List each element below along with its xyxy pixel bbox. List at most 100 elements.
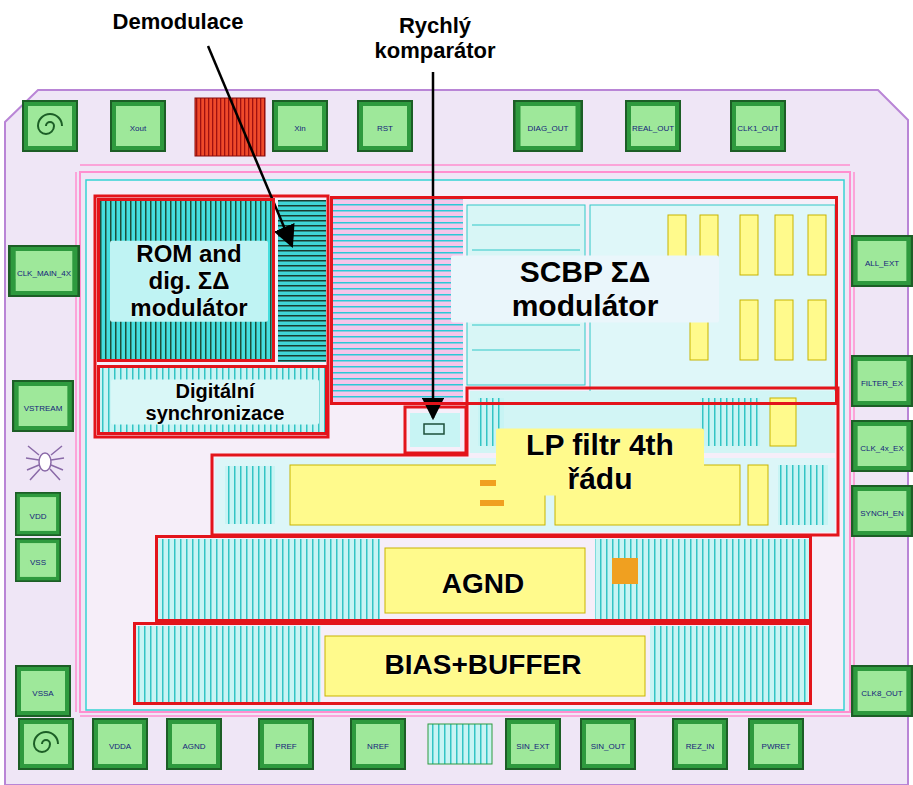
label-holder: VDD bbox=[29, 505, 48, 523]
spider-logo bbox=[39, 453, 51, 471]
pin-label: RST bbox=[376, 125, 394, 134]
label-holder: PWRET bbox=[761, 735, 792, 753]
block-outline bbox=[95, 196, 328, 437]
pin-label: SYNCH_EN bbox=[859, 510, 905, 519]
pad-frame bbox=[749, 719, 803, 769]
pad-frame bbox=[581, 719, 635, 769]
pin-label: VSSA bbox=[31, 690, 54, 699]
block-detail bbox=[775, 215, 793, 275]
pin-label: CLK8_OUT bbox=[860, 690, 903, 699]
block-label: ROM and dig. ΣΔ modulátor bbox=[110, 241, 268, 322]
leader-arrow bbox=[432, 72, 435, 418]
pad-frame bbox=[9, 246, 78, 296]
block-detail bbox=[595, 539, 809, 619]
leader-arrow bbox=[208, 46, 292, 246]
pad-frame bbox=[34, 732, 58, 752]
callout-label: Rychlý komparátor bbox=[358, 13, 512, 64]
block-detail bbox=[225, 466, 275, 524]
label-holder: SYNCH_EN bbox=[859, 502, 905, 520]
pin-label: CLK_MAIN_4X bbox=[16, 270, 72, 279]
block-detail bbox=[99, 200, 274, 361]
block-label: Digitální synchronizace bbox=[111, 380, 319, 425]
label-holder: VDDA bbox=[108, 735, 132, 753]
pin-label: Xout bbox=[129, 125, 147, 134]
pin-label: CLK1_OUT bbox=[736, 125, 779, 134]
pad-frame bbox=[273, 101, 327, 151]
pad-frame bbox=[852, 356, 912, 406]
pin-label: ALL_EXT bbox=[864, 260, 900, 269]
pad-frame bbox=[13, 381, 73, 431]
pad-frame bbox=[9, 98, 912, 769]
pin-label: AGND bbox=[181, 743, 206, 752]
block-detail bbox=[748, 465, 768, 525]
pad-frame bbox=[852, 236, 912, 286]
block-detail bbox=[775, 300, 793, 360]
chip-die bbox=[5, 90, 908, 785]
label-holder: CLK1_OUT bbox=[736, 117, 779, 135]
pad-frame bbox=[626, 101, 680, 151]
pad-frame bbox=[673, 719, 727, 769]
label-holder: FILTER_EX bbox=[860, 372, 904, 390]
pin-label: Xin bbox=[293, 125, 307, 134]
block-detail bbox=[612, 558, 638, 584]
pad-frame bbox=[38, 114, 62, 134]
pin-label: PREF bbox=[274, 743, 297, 752]
block-detail bbox=[278, 200, 326, 362]
pad-frame bbox=[16, 666, 70, 716]
pad-frame bbox=[514, 101, 582, 151]
label-holder: NREF bbox=[366, 735, 390, 753]
pad-frame bbox=[852, 421, 912, 471]
label-holder: Xin bbox=[293, 117, 307, 135]
label-holder: AGND bbox=[181, 735, 206, 753]
block-label: SCBP ΣΔ modulátor bbox=[451, 255, 719, 322]
pad-frame bbox=[351, 719, 405, 769]
pad-frame bbox=[16, 493, 60, 535]
block-detail bbox=[158, 539, 380, 619]
chip-die bbox=[86, 180, 844, 710]
pin-label: CLK_4x_EX bbox=[859, 445, 905, 454]
label-holder: RST bbox=[376, 117, 394, 135]
pad-frame bbox=[93, 719, 147, 769]
pad-frame bbox=[111, 101, 165, 151]
text-holder: Digitální synchronizace bbox=[111, 380, 319, 425]
block-label: LP filtr 4th řádu bbox=[496, 428, 704, 495]
pin-label: VDD bbox=[29, 513, 48, 522]
block-detail bbox=[740, 215, 758, 275]
chip-die bbox=[80, 172, 850, 712]
circuit-block: BIAS+BUFFER bbox=[133, 622, 812, 705]
pin-label: NREF bbox=[366, 743, 390, 752]
label-holder: VSS bbox=[29, 551, 47, 569]
block-outline bbox=[95, 196, 466, 453]
pin-label: VSS bbox=[29, 559, 47, 568]
label-holder: VSSA bbox=[31, 682, 54, 700]
pad-frame bbox=[852, 486, 912, 536]
label-holder: CLK_MAIN_4X bbox=[16, 262, 72, 280]
circuit-block: LP filtr 4th řádu bbox=[212, 388, 838, 535]
block-detail bbox=[333, 199, 463, 403]
pin-label: REAL_OUT bbox=[631, 125, 675, 134]
block-detail bbox=[480, 500, 504, 506]
pin-label: REZ_IN bbox=[685, 743, 715, 752]
label-holder: PREF bbox=[274, 735, 297, 753]
label-holder: SIN_OUT bbox=[590, 735, 627, 753]
block-detail bbox=[424, 424, 444, 434]
pad-frame bbox=[259, 719, 313, 769]
label-holder: ALL_EXT bbox=[864, 252, 900, 270]
block-detail bbox=[808, 215, 826, 275]
block-detail bbox=[410, 413, 460, 447]
callout-label: Demodulace bbox=[111, 9, 246, 34]
pin-label: VSTREAM bbox=[23, 405, 64, 414]
pin-label: SIN_OUT bbox=[590, 743, 627, 752]
label-holder: Rychlý komparátor bbox=[358, 13, 512, 64]
block-outline bbox=[405, 407, 466, 453]
pad-frame bbox=[195, 98, 265, 156]
block-detail bbox=[778, 465, 828, 525]
pin-label: VDDA bbox=[108, 743, 132, 752]
chip-die bbox=[76, 165, 854, 716]
spider-logo bbox=[26, 446, 64, 480]
pad-frame bbox=[23, 101, 77, 151]
block-detail bbox=[700, 398, 760, 446]
block-detail bbox=[136, 626, 321, 702]
circuit-block: ROM and dig. ΣΔ modulátor bbox=[97, 198, 275, 362]
pin-label: SIN_EXT bbox=[515, 743, 550, 752]
